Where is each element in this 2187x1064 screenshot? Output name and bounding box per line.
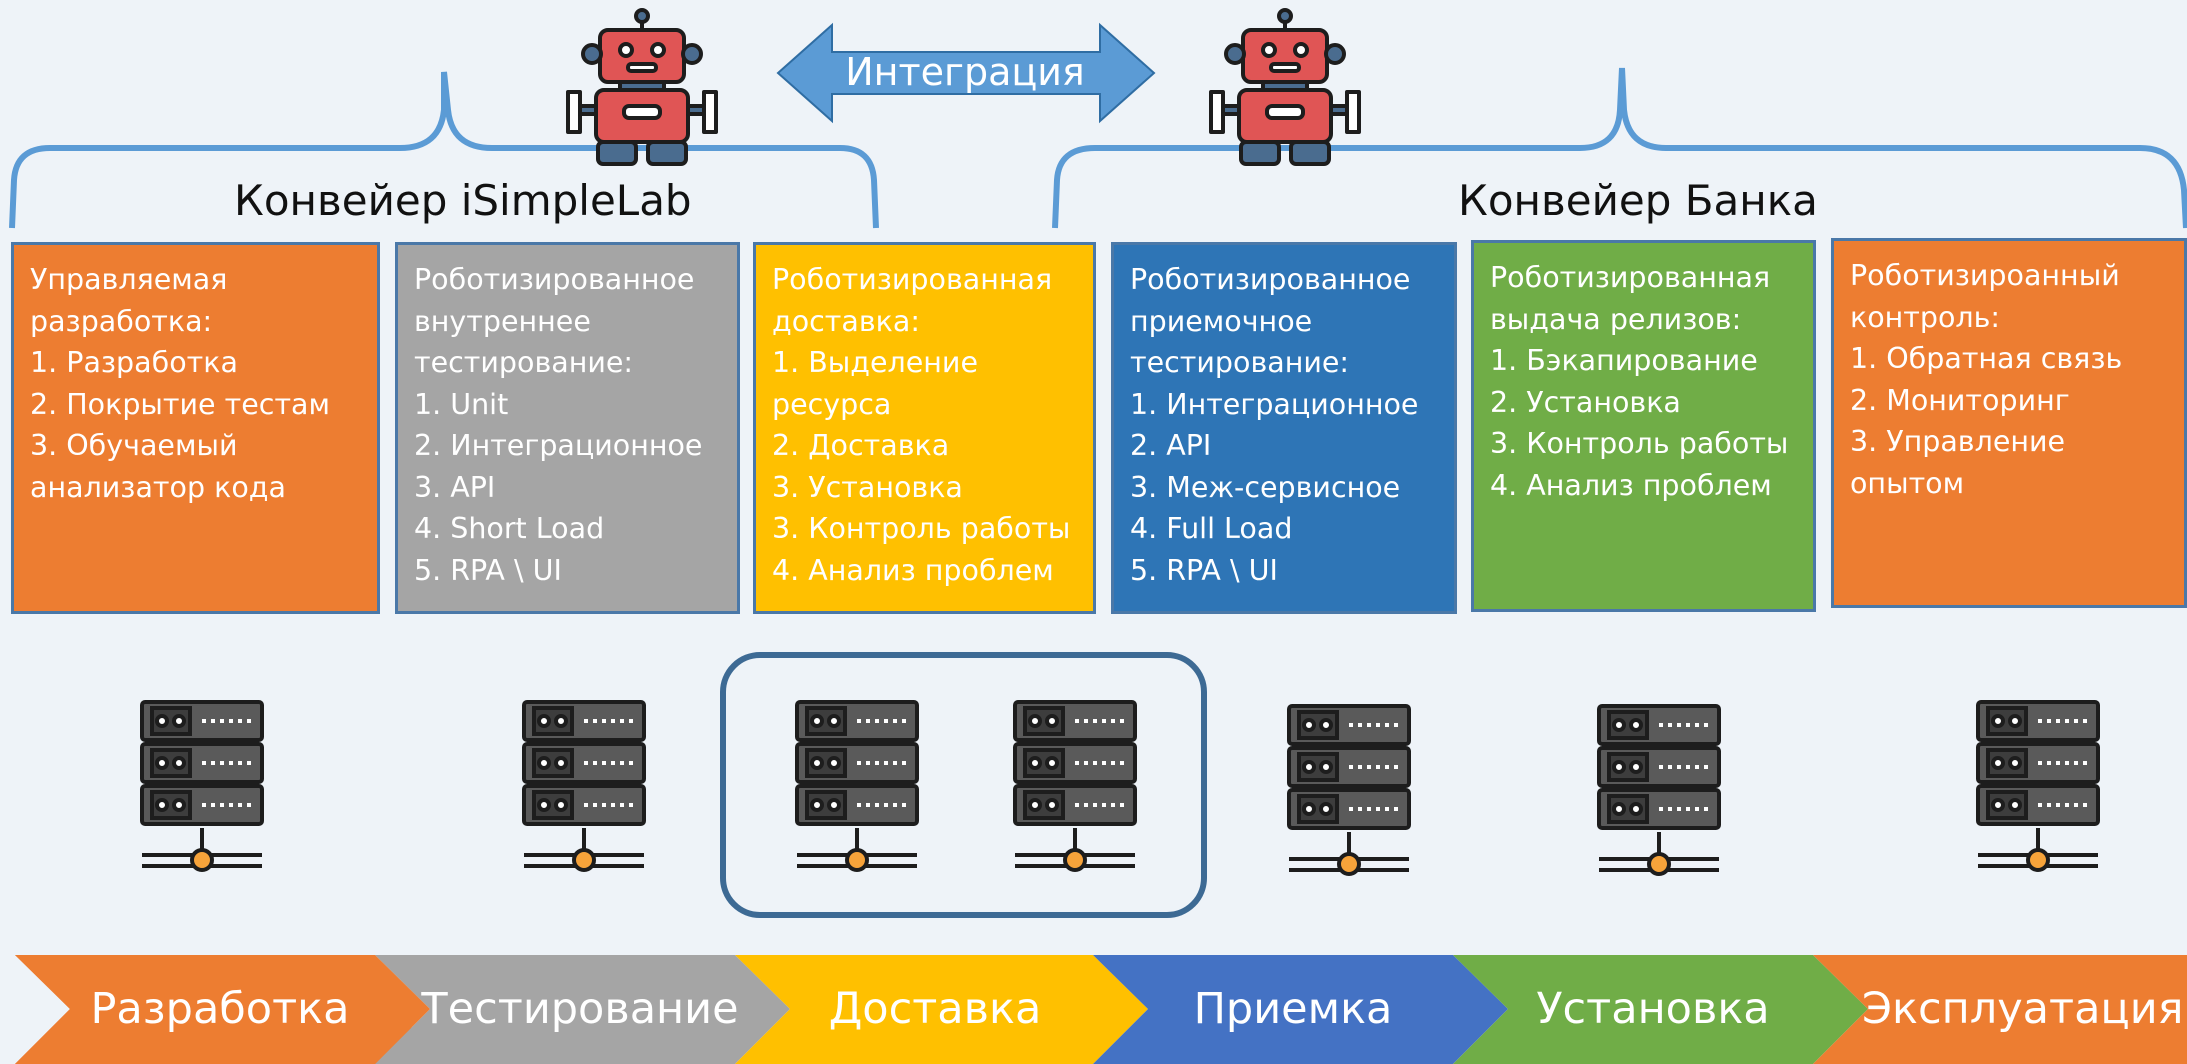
server-icon <box>522 700 646 872</box>
delivery-servers-frame <box>720 652 1207 918</box>
stage-label-development: Разработка <box>90 984 350 1034</box>
integration-arrow <box>776 22 1156 124</box>
server-icon <box>140 700 264 872</box>
stage-label-delivery: Доставка <box>828 984 1042 1034</box>
server-icon <box>1287 704 1411 876</box>
box-release: Роботизированная выдача релизов: 1. Бэкапи… <box>1471 240 1816 612</box>
right-bracket <box>1052 67 2187 229</box>
box-line: 3. API <box>414 470 496 504</box>
stage-label-operation: Эксплуатация <box>1862 984 2184 1034</box>
box-line: 3. Установка <box>772 470 963 504</box>
box-line: Роботизированное <box>1130 263 1411 296</box>
server-icon <box>1013 700 1137 872</box>
box-line: 1. Разработка <box>30 346 238 379</box>
pipeline-title-isimplelab: Конвейер iSimpleLab <box>234 176 692 225</box>
chevron-testing <box>375 955 790 1064</box>
box-line: 2. Установка <box>1490 385 1681 419</box>
box-development: Управляемая разработка: 1. Разработка 2. По… <box>11 242 380 614</box>
pipeline-brackets <box>9 22 2187 229</box>
chevron-operation <box>1813 955 2187 1064</box>
chevron-acceptance <box>1093 955 1508 1064</box>
stage-label-acceptance: Приемка <box>1193 984 1393 1034</box>
box-line: 2. Покрытие тестам <box>30 387 331 421</box>
box-control: Роботизироанный контроль: 1. Обратная связ… <box>1831 238 2187 608</box>
robot-icon <box>1209 8 1361 166</box>
box-line: 5. RPA \ UI <box>1130 553 1278 587</box>
chevron-delivery <box>735 955 1148 1064</box>
robot-icon <box>566 8 718 166</box>
box-line: выдача релизов: <box>1490 302 1742 336</box>
box-line: тестирование: <box>1130 346 1350 379</box>
box-line: 1. Выделение <box>772 346 978 379</box>
pipeline-title-bank: Конвейер Банка <box>1458 176 1818 225</box>
box-line: ресурса <box>772 387 892 421</box>
box-line: 2. Интеграционное <box>414 429 703 462</box>
box-line: 1. Бэкапирование <box>1490 344 1758 377</box>
box-line: 5. RPA \ UI <box>414 553 562 587</box>
box-line: 4. Анализ проблем <box>772 553 1054 587</box>
box-line: разработка: <box>30 304 213 338</box>
box-line: тестирование: <box>414 346 634 379</box>
box-line: 1. Unit <box>414 387 509 421</box>
box-line: 2. API <box>1130 429 1212 462</box>
box-line: 3. Управление <box>1850 425 2066 458</box>
box-line: Роботизированное <box>414 263 695 296</box>
box-line: контроль: <box>1850 300 2001 334</box>
box-line: внутреннее <box>414 304 591 338</box>
box-line: 4. Short Load <box>414 512 605 545</box>
box-delivery: Роботизированная доставка: 1. Выделение рес… <box>753 242 1096 614</box>
box-line: 3. Контроль работы <box>772 512 1071 545</box>
box-line: 4. Анализ проблем <box>1490 468 1772 502</box>
server-icon <box>1597 704 1721 876</box>
box-line: анализатор кода <box>30 470 286 504</box>
box-line: приемочное <box>1130 304 1313 338</box>
box-line: 4. Full Load <box>1130 512 1293 545</box>
box-line: доставка: <box>772 304 920 338</box>
box-line: Управляемая <box>30 263 228 296</box>
integration-label: Интеграция <box>845 50 1085 94</box>
box-line: опытом <box>1850 466 1965 500</box>
chevron-installation <box>1453 955 1868 1064</box>
left-bracket <box>9 71 879 229</box>
box-line: 3. Контроль работы <box>1490 427 1789 460</box>
box-line: Роботизироанный <box>1850 259 2120 292</box>
server-icon <box>1976 700 2100 872</box>
box-line: Роботизированная <box>772 263 1053 296</box>
server-icon <box>795 700 919 872</box>
box-line: 1. Интеграционное <box>1130 387 1419 421</box>
box-line: 2. Мониторинг <box>1850 383 2070 417</box>
box-acceptance-testing: Роботизированное приемочное тестирование: 1… <box>1111 242 1457 614</box>
box-internal-testing: Роботизированное внутреннее тестирование: 1… <box>395 242 740 614</box>
box-line: 1. Обратная связь <box>1850 342 2123 375</box>
box-line: 3. Меж-сервисное <box>1130 470 1401 504</box>
box-line: 3. Обучаемый <box>30 429 238 462</box>
stage-label-installation: Установка <box>1536 984 1770 1034</box>
stage-chevrons <box>15 955 2187 1064</box>
box-line: Роботизированная <box>1490 261 1771 294</box>
box-line: 2. Доставка <box>772 429 950 462</box>
stage-label-testing: Тестирование <box>421 984 739 1034</box>
